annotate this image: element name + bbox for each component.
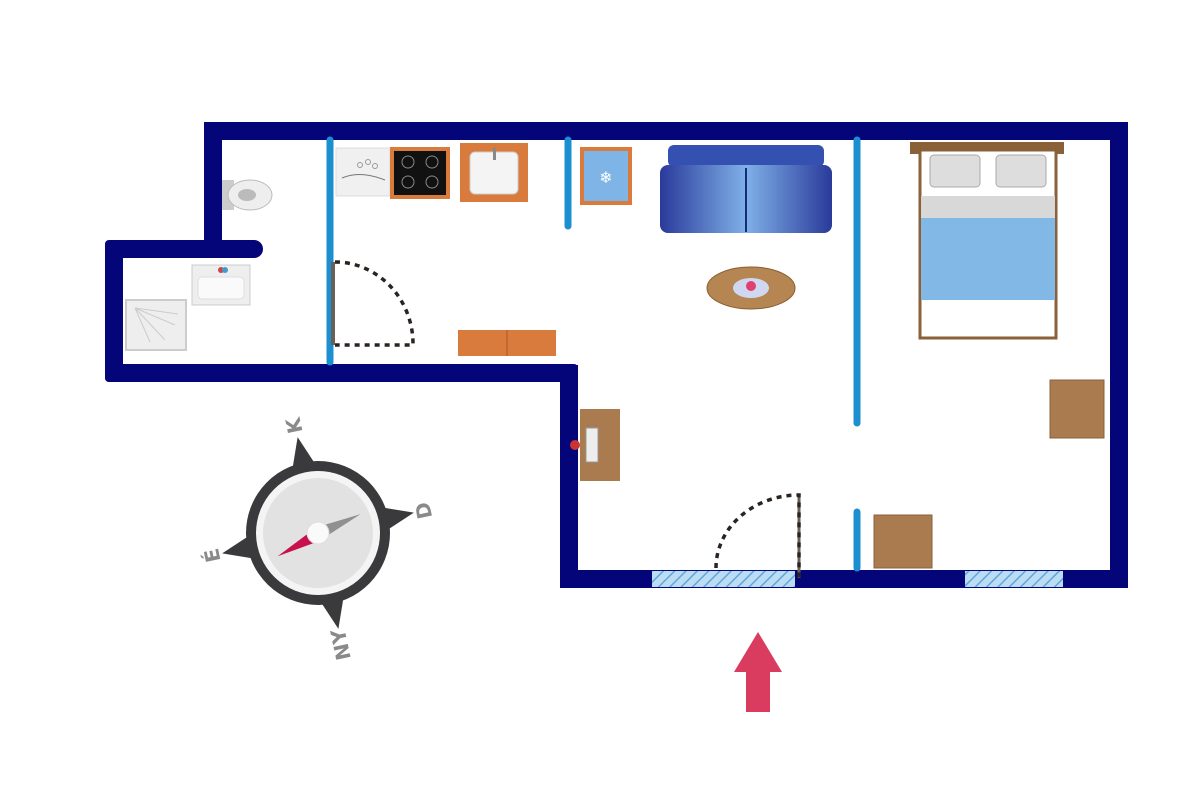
sideboard: [458, 330, 556, 356]
compass-south-label: NY: [326, 626, 356, 662]
coffee-table: [706, 266, 796, 310]
window: [652, 571, 795, 587]
desk: [570, 409, 620, 481]
compass-north-label: K: [280, 414, 307, 436]
wardrobe: [1049, 379, 1105, 439]
kitchen-sink: [460, 143, 528, 202]
nightstand: [873, 514, 933, 569]
sofa: [660, 145, 832, 233]
bathroom-sink: [191, 264, 251, 306]
fridge: ❄: [580, 147, 632, 205]
compass: K D NY É: [199, 414, 437, 662]
bed: [910, 142, 1064, 340]
entrance-arrow-icon: [734, 632, 782, 712]
bathroom-door[interactable]: [331, 260, 415, 347]
toilet: [222, 179, 273, 211]
dishwasher: [335, 147, 391, 197]
partition-walls: [326, 136, 861, 572]
svg-text:❄: ❄: [599, 168, 612, 187]
entrance-door[interactable]: [714, 493, 801, 578]
window: [965, 571, 1063, 587]
compass-west-label: É: [199, 546, 225, 564]
compass-east-label: D: [410, 500, 437, 521]
shower-tray: [125, 299, 187, 351]
cooktop: [390, 147, 450, 199]
